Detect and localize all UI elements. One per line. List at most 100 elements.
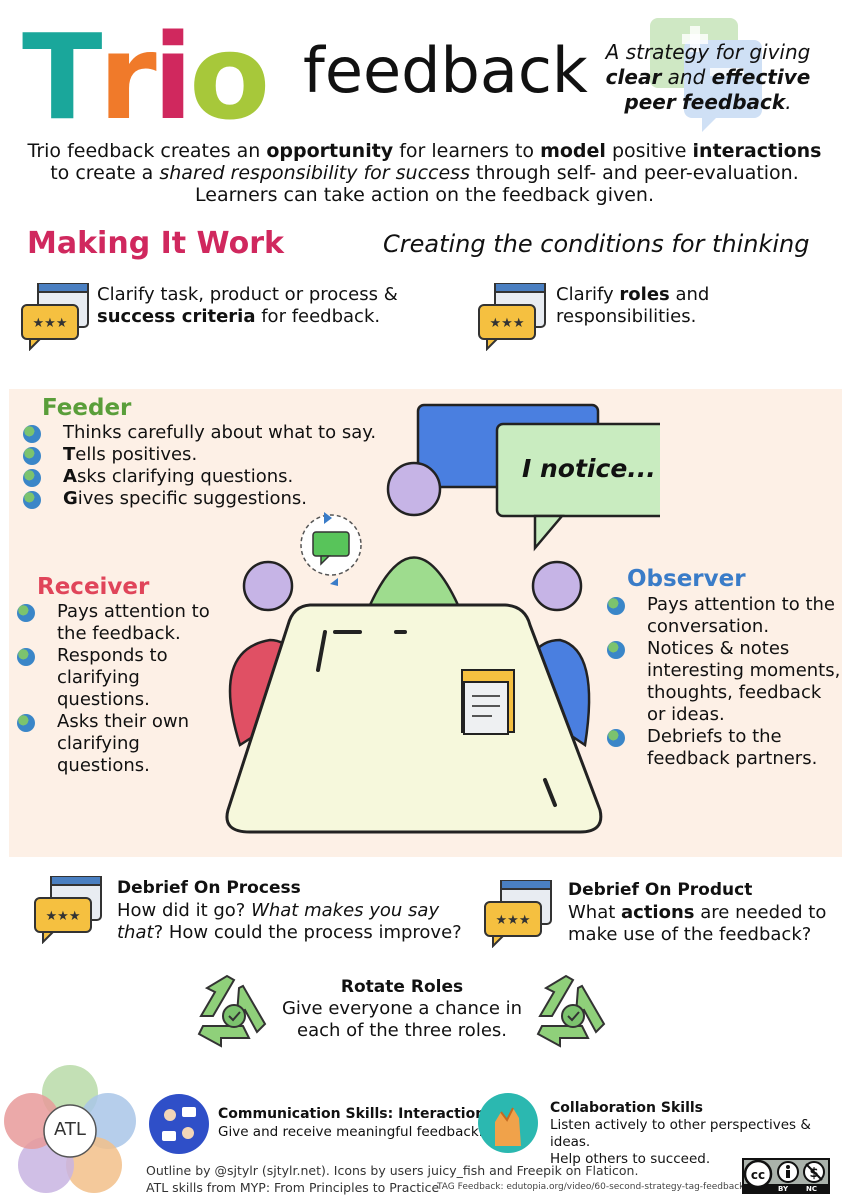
tagline: A strategy for giving clear and effectiv… [588,40,828,115]
recycle-icon [536,974,606,1048]
intro-bold-model: model [540,140,606,162]
debrief-process-italic: that [117,922,154,943]
intro-text: through self- and peer-evaluation. [469,162,799,184]
rating-card-icon: ★★★ [21,283,89,351]
svg-text:★★★: ★★★ [490,316,525,331]
collaboration-icon [478,1093,538,1153]
creating-conditions-subheading: Creating the conditions for thinking [383,230,810,258]
svg-text:★★★: ★★★ [33,316,68,331]
intro-paragraph: Trio feedback creates an opportunity for… [20,140,829,206]
intro-bold-opportunity: opportunity [266,140,394,162]
globe-icon [607,597,625,615]
globe-icon [23,491,41,509]
tagline-line1: A strategy for giving [605,40,811,64]
intro-text: to create a [50,162,160,184]
communication-skills-text: Give and receive meaningful feedback. [218,1124,483,1140]
atl-label: ATL [54,1119,86,1140]
svg-text:$: $ [809,1166,818,1181]
list-item: Gives specific suggestions. [23,488,423,510]
observer-heading: Observer [627,566,746,592]
clarify-roles: Clarify roles and responsibilities. [556,284,806,328]
globe-icon [23,425,41,443]
globe-icon [17,648,35,666]
collaboration-line2: Help others to succeed. [550,1151,711,1167]
rotate-roles-text: Give everyone a chance in each of the th… [260,998,544,1042]
speech-bubble-text: I notice... [522,454,656,483]
debrief-process-t1: How did it go? [117,900,252,921]
rating-card-icon: ★★★ [34,876,102,944]
observer-item-text: Debriefs to the feedback partners. [647,726,818,769]
receiver-list: Pays attention to the feedback. Responds… [17,601,227,777]
title-letter-t: T [22,8,102,146]
debrief-product-bold: actions [621,902,695,923]
feeder-heading: Feeder [42,395,132,421]
svg-text:★★★: ★★★ [46,909,81,924]
clarify-task: Clarify task, product or process & succe… [97,284,427,328]
title-letter-r: r [98,8,157,146]
receiver-heading: Receiver [37,574,150,600]
intro-italic-shared: shared responsibility for success [159,162,470,184]
debrief-product-t2: are needed to [694,902,827,923]
intro-text: positive [605,140,693,162]
intro-line3: Learners can take action on the feedback… [195,184,654,206]
list-item: Tells positives. [23,444,423,466]
rotate-roles-heading: Rotate Roles [340,977,464,997]
list-item: Asks their own clarifying questions. [17,711,227,777]
title-feedback: feedback [303,34,588,107]
list-item: Responds to clarifying questions. [17,645,227,711]
debrief-product-t1: What [568,902,622,923]
making-it-work-heading: Making It Work [27,226,284,261]
rotate-line1: Give everyone a chance in [281,998,523,1019]
list-item: Thinks carefully about what to say. [23,422,423,444]
clarify-roles-line2: responsibilities. [556,306,697,327]
feeder-initial: A [63,466,77,487]
feeder-item-text: sks clarifying questions. [76,466,294,487]
credit-atl-source: ATL skills from MYP: From Principles to … [146,1180,440,1195]
title-letter-o: o [189,8,270,146]
debrief-process-italic: What makes you say [251,900,440,921]
globe-icon [607,641,625,659]
rating-card-icon: ★★★ [478,283,546,351]
debrief-process-text: How did it go? What makes you say that? … [117,900,477,944]
debrief-process-t2: ? How could the process improve? [153,922,462,943]
feeder-item-text: ells positives. [75,444,198,465]
rotate-line2: each of the three roles. [297,1020,507,1041]
receiver-item-text: Responds to clarifying questions. [57,645,168,710]
clarify-roles-pre: Clarify [556,284,620,305]
observer-item-text: Pays attention to the conversation. [647,594,835,637]
clarify-task-post: for feedback. [255,306,381,327]
list-item: Asks clarifying questions. [23,466,423,488]
intro-text: for learners to [393,140,541,162]
list-item: Pays attention to the conversation. [607,594,843,638]
title-letter-i: i [152,8,194,146]
list-item: Notices & notes interesting moments, tho… [607,638,843,726]
debrief-process-heading: Debrief On Process [117,878,301,898]
tagline-period: . [785,90,792,114]
svg-text:★★★: ★★★ [496,913,531,928]
debrief-product-text: What actions are needed to make use of t… [568,902,838,946]
observer-list: Pays attention to the conversation. Noti… [607,594,843,770]
tagline-and: and [667,65,706,89]
communication-skills-heading: Communication Skills: Interaction [218,1106,486,1122]
debrief-product-line2: make use of the feedback? [568,924,812,945]
receiver-item-text: Pays attention to the feedback. [57,601,210,644]
receiver-item-text: Asks their own clarifying questions. [57,711,190,776]
tagline-feedback: feedback [682,90,786,114]
globe-icon [17,604,35,622]
cc-by-label: BY [778,1185,789,1193]
globe-icon [607,729,625,747]
clarify-task-bold: success criteria [97,306,256,327]
debrief-product-heading: Debrief On Product [568,880,753,900]
clarify-roles-bold: roles [619,284,670,305]
globe-icon [23,447,41,465]
globe-icon [17,714,35,732]
recycle-icon [197,974,267,1048]
rating-card-icon: ★★★ [484,880,552,948]
globe-icon [23,469,41,487]
credit-tag-feedback-link[interactable]: TAG Feedback: edutopia.org/video/60-seco… [437,1182,745,1192]
observer-item-text: Notices & notes interesting moments, tho… [647,638,841,725]
clarify-task-line1: Clarify task, product or process & [97,284,398,305]
trio-table-illustration [225,403,660,834]
title-trio: Trio [22,8,270,146]
communication-icon [149,1094,209,1154]
